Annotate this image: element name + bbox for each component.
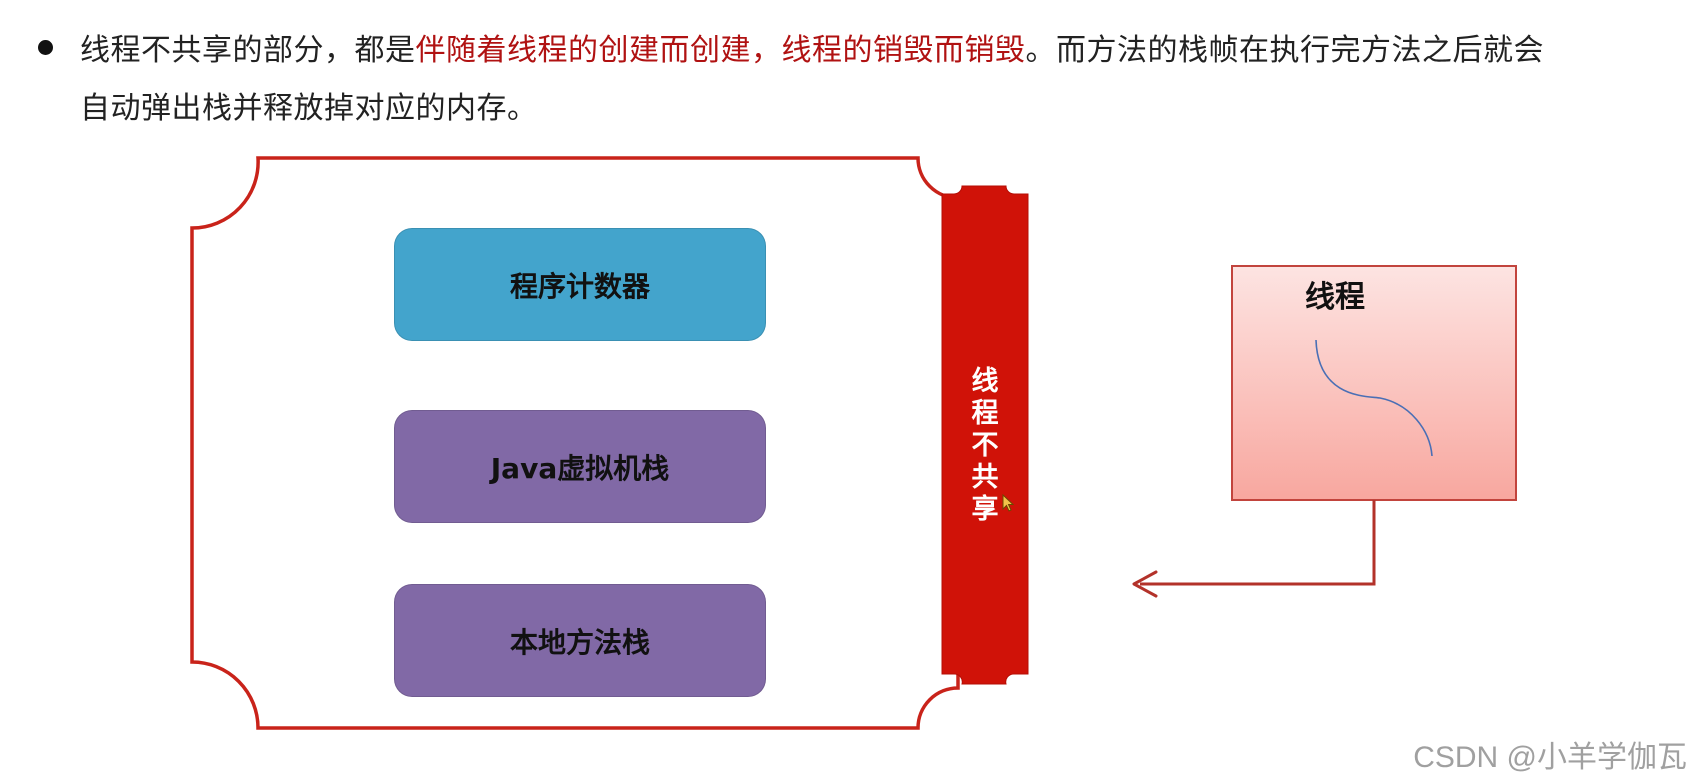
- not-shared-char: 线: [971, 366, 999, 397]
- thread-arrow-line: [1140, 500, 1376, 586]
- program-counter-label: 程序计数器: [509, 269, 650, 303]
- csdn-watermark: CSDN @小羊学伽瓦: [1413, 741, 1687, 774]
- paragraph-line-2: 自动弹出栈并释放掉对应的内存。: [80, 91, 538, 126]
- paragraph-highlight: 伴随着线程的创建而创建，线程的销毁而销毁: [415, 33, 1026, 68]
- arrow-head: [1132, 570, 1158, 598]
- thread-curve: [1315, 339, 1433, 457]
- not-shared-char: 不: [971, 430, 999, 461]
- not-shared-char: 程: [971, 398, 999, 429]
- not-shared-label: 线 程 不 共 享: [942, 366, 1028, 526]
- not-shared-char: 共: [971, 462, 999, 493]
- thread-box: [1231, 265, 1517, 501]
- not-shared-char: 享: [971, 494, 999, 525]
- description-paragraph: 线程不共享的部分，都是伴随着线程的创建而创建，线程的销毁而销毁。而方法的栈帧在执…: [80, 22, 1640, 138]
- native-method-stack-label: 本地方法栈: [509, 625, 650, 659]
- paragraph-text-start: 线程不共享的部分，都是: [80, 33, 416, 68]
- thread-title: 线程: [1305, 280, 1365, 315]
- jvm-stack-box: Java虚拟机栈: [394, 410, 766, 523]
- jvm-stack-label: Java虚拟机栈: [490, 451, 670, 485]
- native-method-stack-box: 本地方法栈: [394, 584, 766, 697]
- not-shared-bar: [941, 185, 1029, 685]
- program-counter-box: 程序计数器: [394, 228, 766, 341]
- mouse-cursor-icon: [1002, 494, 1015, 512]
- paragraph-line-1: 线程不共享的部分，都是伴随着线程的创建而创建，线程的销毁而销毁。而方法的栈帧在执…: [80, 22, 1640, 80]
- bullet-dot: [38, 40, 53, 55]
- paragraph-text-end: 。而方法的栈帧在执行完方法之后就会: [1025, 33, 1544, 68]
